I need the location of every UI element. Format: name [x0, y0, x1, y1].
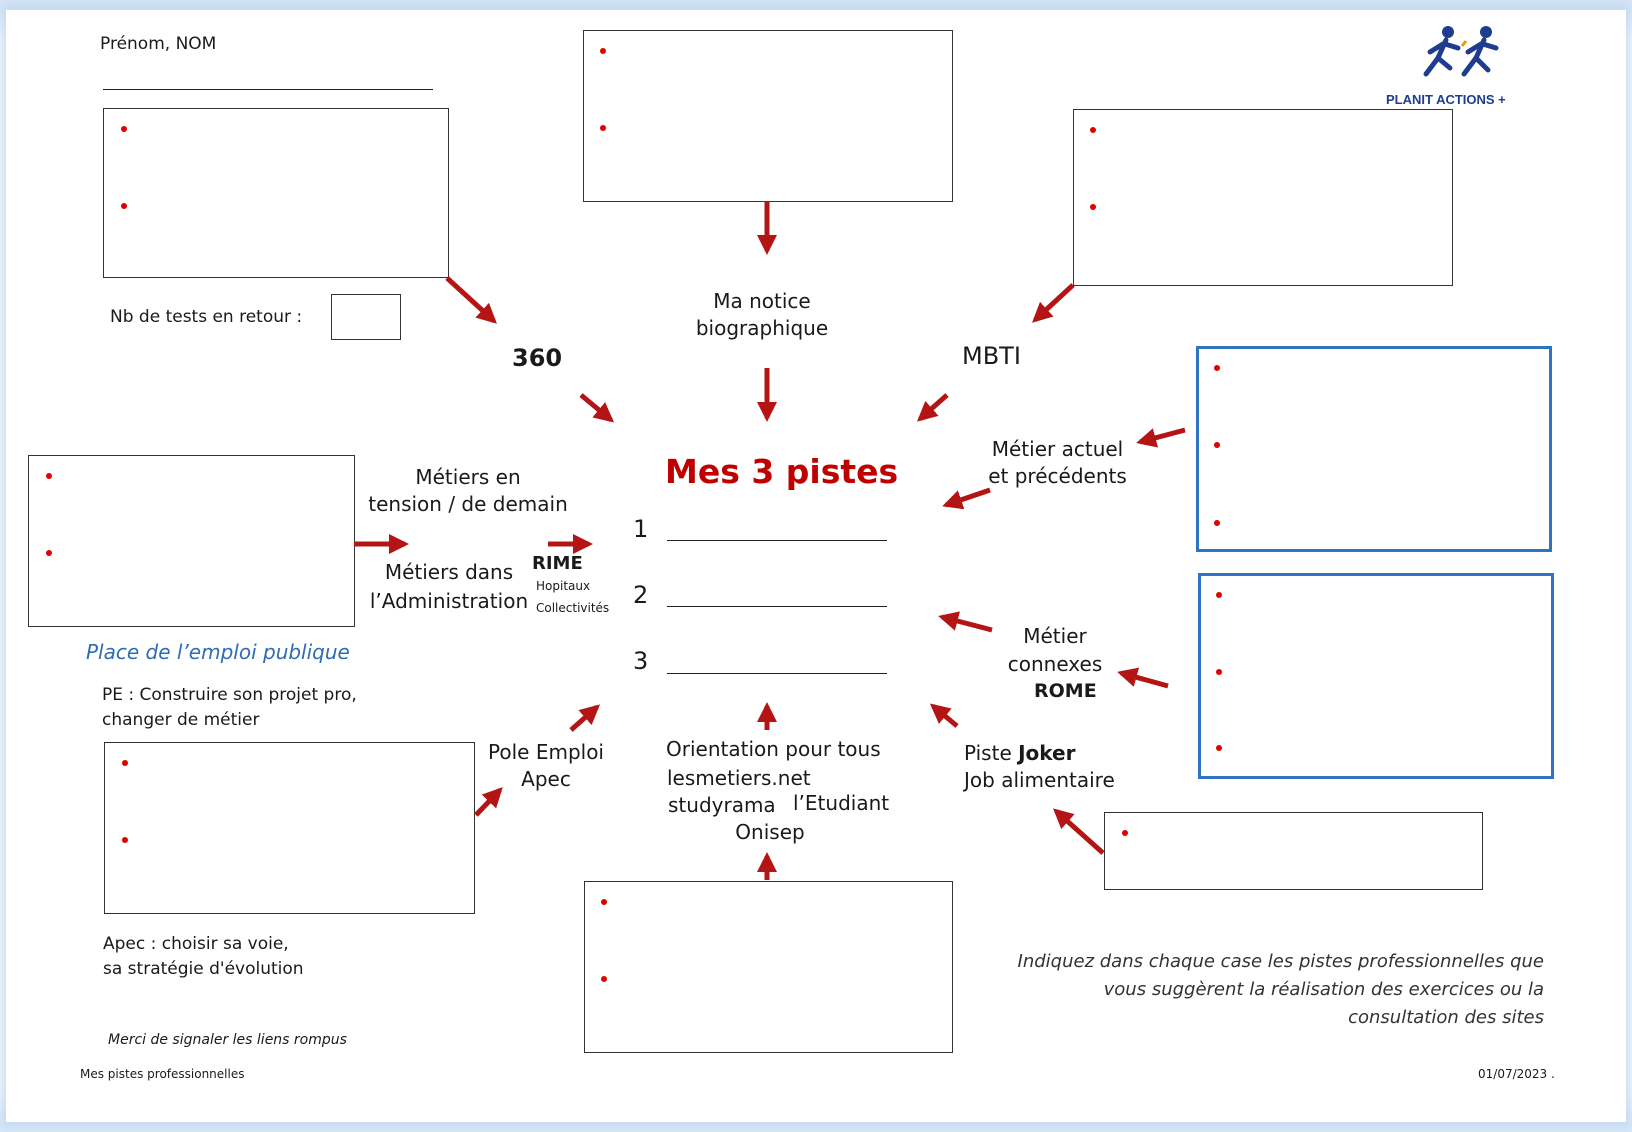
box-mbti[interactable]: [1073, 109, 1453, 286]
box-notice[interactable]: [583, 30, 953, 202]
bullet: [600, 125, 606, 131]
bullet: [1214, 365, 1220, 371]
label-metier-actuel-2: et précédents: [988, 464, 1127, 488]
bullet: [1216, 669, 1222, 675]
label-pole-emploi: Pole Emploi: [488, 740, 604, 764]
bullet: [1090, 127, 1096, 133]
bullet: [601, 976, 607, 982]
label-metiers-admin-1: Métiers dans: [384, 560, 514, 584]
label-apec-1[interactable]: Apec : choisir sa voie,: [103, 934, 289, 954]
piste-line-1[interactable]: [667, 540, 887, 541]
instructions-line-1: Indiquez dans chaque case les pistes pro…: [1017, 951, 1544, 972]
bullet: [1214, 520, 1220, 526]
bullet: [121, 203, 127, 209]
box-360[interactable]: [103, 108, 449, 278]
piste-number-1: 1: [633, 515, 649, 543]
label-rome: ROME: [1034, 680, 1097, 702]
bullet: [601, 899, 607, 905]
instructions: Indiquez dans chaque case les pistes pro…: [1018, 948, 1544, 1032]
box-metier-connexes[interactable]: [1198, 573, 1554, 779]
label-notice-1: Ma notice: [713, 289, 811, 313]
label-joker: Joker: [1018, 741, 1076, 765]
label-lesmetiers: lesmetiers.net: [667, 766, 811, 790]
bullet: [122, 837, 128, 843]
name-line: [103, 89, 433, 90]
logo-text: PLANIT ACTIONS +: [1386, 92, 1506, 107]
label-mbti: MBTI: [962, 342, 1021, 370]
link-place-emploi-publique[interactable]: Place de l’emploi publique: [86, 640, 350, 664]
runners-logo-icon: [1423, 26, 1499, 77]
footer-left: Mes pistes professionnelles: [80, 1067, 245, 1081]
box-metier-actuel[interactable]: [1196, 346, 1552, 552]
piste-number-3: 3: [633, 647, 649, 675]
label-notice-2: biographique: [695, 316, 829, 340]
label-pe-1[interactable]: PE : Construire son projet pro,: [102, 685, 357, 705]
box-joker[interactable]: [1104, 812, 1483, 890]
label-metiers-admin-2: l’Administration: [369, 589, 529, 613]
label-hopitaux: Hopitaux: [536, 579, 591, 593]
nb-tests-input[interactable]: [331, 294, 401, 340]
label-metiers-tension-2: tension / de demain: [368, 492, 568, 516]
label-metier-connexes-1: Métier: [1023, 624, 1087, 648]
piste-number-2: 2: [633, 581, 649, 609]
bullet: [46, 550, 52, 556]
label-metier-actuel-1: Métier actuel: [991, 437, 1124, 461]
footer-date: 01/07/2023 .: [1478, 1067, 1555, 1081]
instructions-line-2: vous suggèrent la réalisation des exerci…: [1103, 979, 1544, 1000]
label-onisep: Onisep: [735, 820, 805, 844]
box-metiers-tension[interactable]: [28, 455, 355, 627]
piste-line-2[interactable]: [667, 606, 887, 607]
label-piste-joker: Piste Joker: [964, 739, 1075, 767]
label-metier-connexes-2: connexes: [1007, 652, 1103, 676]
bullet: [1090, 204, 1096, 210]
instructions-line-3: consultation des sites: [1348, 1007, 1544, 1028]
label-merci: Merci de signaler les liens rompus: [108, 1032, 347, 1048]
bullet: [1122, 830, 1128, 836]
box-pole-emploi[interactable]: [104, 742, 475, 914]
bullet: [122, 760, 128, 766]
center-title: Mes 3 pistes: [665, 452, 899, 491]
label-job-alimentaire: Job alimentaire: [964, 768, 1115, 792]
bullet: [1214, 442, 1220, 448]
label-pe-2[interactable]: changer de métier: [102, 710, 260, 730]
label-rime: RIME: [532, 553, 583, 574]
piste-line-3[interactable]: [667, 673, 887, 674]
bullet: [600, 48, 606, 54]
label-apec-2[interactable]: sa stratégie d'évolution: [103, 959, 304, 979]
nb-tests-label: Nb de tests en retour :: [110, 307, 303, 327]
bullet: [46, 473, 52, 479]
label-orientation: Orientation pour tous: [666, 737, 881, 761]
label-studyrama: studyrama: [668, 793, 776, 817]
label-piste: Piste: [964, 741, 1012, 765]
label-metiers-tension-1: Métiers en: [415, 465, 521, 489]
bullet: [1216, 592, 1222, 598]
name-label: Prénom, NOM: [100, 34, 217, 54]
bullet: [1216, 745, 1222, 751]
box-orientation[interactable]: [584, 881, 953, 1053]
label-collectivites: Collectivités: [536, 601, 610, 615]
bullet: [121, 126, 127, 132]
label-360: 360: [512, 344, 563, 372]
label-apec: Apec: [521, 767, 571, 791]
label-etudiant: l’Etudiant: [793, 791, 890, 815]
